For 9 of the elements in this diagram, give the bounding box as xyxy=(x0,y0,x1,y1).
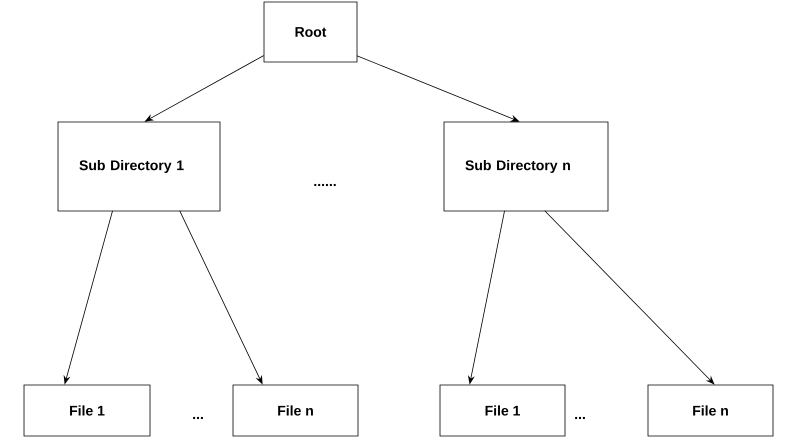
file-box: File n xyxy=(232,384,358,436)
ellipsis-label: ...... xyxy=(314,184,336,186)
file-box: File 1 xyxy=(440,384,566,436)
file-box: File n xyxy=(648,384,774,436)
ellipsis-label: ... xyxy=(193,416,203,420)
root-box: Root xyxy=(264,2,358,62)
file-box: File 1 xyxy=(24,384,150,436)
folder-box: Sub Directory n xyxy=(444,122,608,212)
folder-box: Sub Directory 1 xyxy=(58,122,220,212)
